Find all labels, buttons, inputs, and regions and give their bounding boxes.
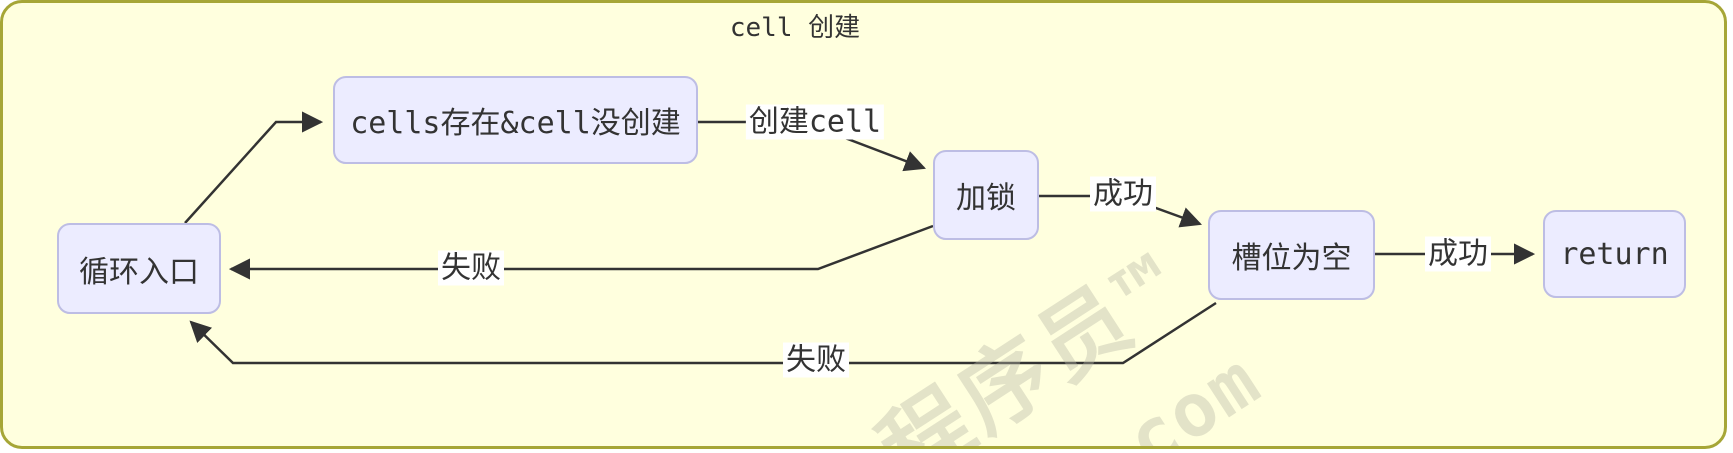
node-return-label: return (1560, 236, 1669, 272)
node-lock: 加锁 (933, 150, 1039, 240)
node-return: return (1543, 210, 1686, 298)
edge-label-success-lock: 成功 (1090, 176, 1156, 212)
node-cells-exist: cells存在&cell没创建 (333, 76, 698, 164)
diagram-title: cell 创建 (729, 13, 861, 43)
node-loop-entry-label: 循环入口 (79, 254, 199, 290)
edge-label-success-return: 成功 (1425, 236, 1491, 272)
flowchart-edges (184, 111, 1536, 365)
node-cells-exist-label: cells存在&cell没创建 (350, 106, 681, 141)
node-lock-label: 加锁 (956, 181, 1016, 216)
node-slot-empty: 槽位为空 (1208, 210, 1375, 300)
node-loop-entry: 循环入口 (57, 223, 221, 314)
edge-label-fail-slot: 失败 (783, 342, 849, 378)
edge-lock-to-loop (228, 224, 934, 280)
edge-label-fail-lock: 失败 (438, 250, 504, 286)
edge-loop-to-cells (184, 111, 324, 224)
edge-slot-to-loop (189, 301, 1217, 365)
node-slot-empty-label: 槽位为空 (1231, 241, 1352, 276)
edge-label-create-cell: 创建cell (745, 104, 885, 140)
